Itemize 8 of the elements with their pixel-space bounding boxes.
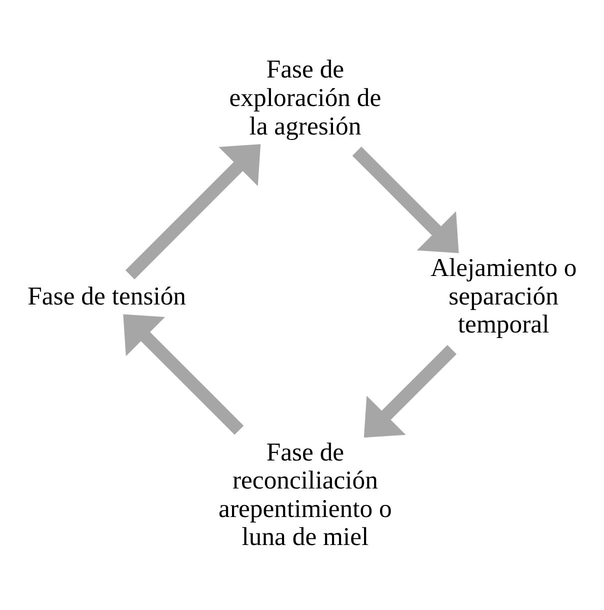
node-text: Fase de exploración de la agresión — [229, 54, 382, 140]
arrow — [125, 144, 261, 280]
arrow — [123, 314, 244, 435]
node-text: Fase de reconciliación arepentimiento o luna de miel — [218, 437, 392, 552]
node-text: Alejamiento o separación temporal — [430, 253, 577, 339]
arrow — [364, 345, 457, 438]
arrow — [352, 146, 459, 254]
node-text: Fase de tensión — [28, 281, 186, 310]
